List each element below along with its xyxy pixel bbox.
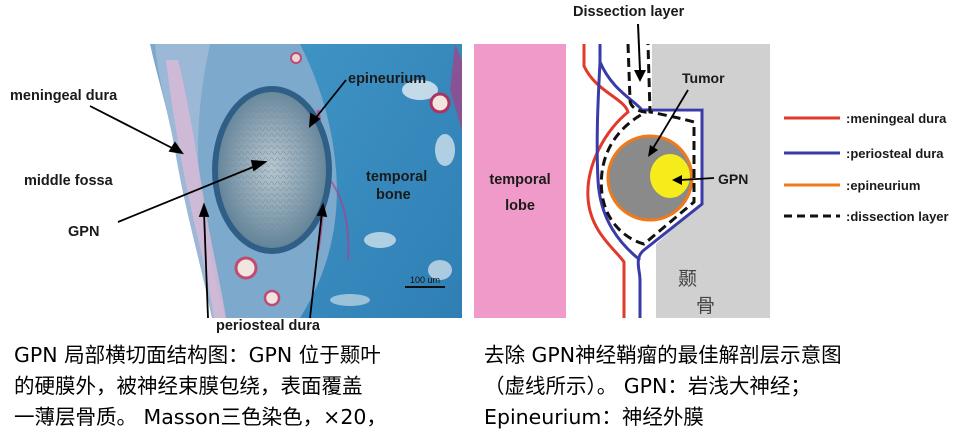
temporal-lobe-region <box>474 44 566 318</box>
label-temporal-bone-1: temporal <box>366 169 427 185</box>
bone-char-2: 骨 <box>696 295 715 317</box>
label-meningeal-dura: meningeal dura <box>10 88 118 104</box>
legend-label-dissection: :dissection layer <box>846 209 949 224</box>
label-middle-fossa: middle fossa <box>24 173 114 189</box>
label-gpn-left: GPN <box>68 224 99 240</box>
caption-right: 去除 GPN神经鞘瘤的最佳解剖层示意图 （虚线所示）。 GPN：岩浅大神经； E… <box>484 343 842 429</box>
label-periosteal-dura: periosteal dura <box>216 318 321 334</box>
legend: :meningeal dura :periosteal dura :epineu… <box>784 111 949 224</box>
tumor-label: Tumor <box>682 70 725 86</box>
label-epineurium: epineurium <box>348 71 426 87</box>
figure: 100 um meningeal dura middle fossa GPN e… <box>0 4 949 334</box>
gpn-shape <box>650 154 690 198</box>
scale-bar-label: 100 um <box>410 275 440 285</box>
legend-label-epineurium: :epineurium <box>846 178 920 193</box>
left-arrows <box>89 79 347 319</box>
label-temporal-bone-2: bone <box>376 187 411 203</box>
temporal-bone-region <box>652 44 770 318</box>
legend-label-meningeal: :meningeal dura <box>846 111 947 126</box>
caption-left: GPN 局部横切面结构图：GPN 位于颞叶 的硬膜外，被神经束膜包绕，表面覆盖 … <box>14 343 387 429</box>
legend-label-periosteal: :periosteal dura <box>846 146 944 161</box>
dissection-layer-title: Dissection layer <box>573 4 685 20</box>
bone-char-1: 颞 <box>678 268 697 290</box>
gpn-label-right: GPN <box>718 171 748 187</box>
schematic-diagram <box>474 23 770 318</box>
temporal-lobe-label-1: temporal <box>489 172 550 188</box>
histology-image: 100 um <box>0 44 462 318</box>
temporal-lobe-label-2: lobe <box>505 198 535 214</box>
